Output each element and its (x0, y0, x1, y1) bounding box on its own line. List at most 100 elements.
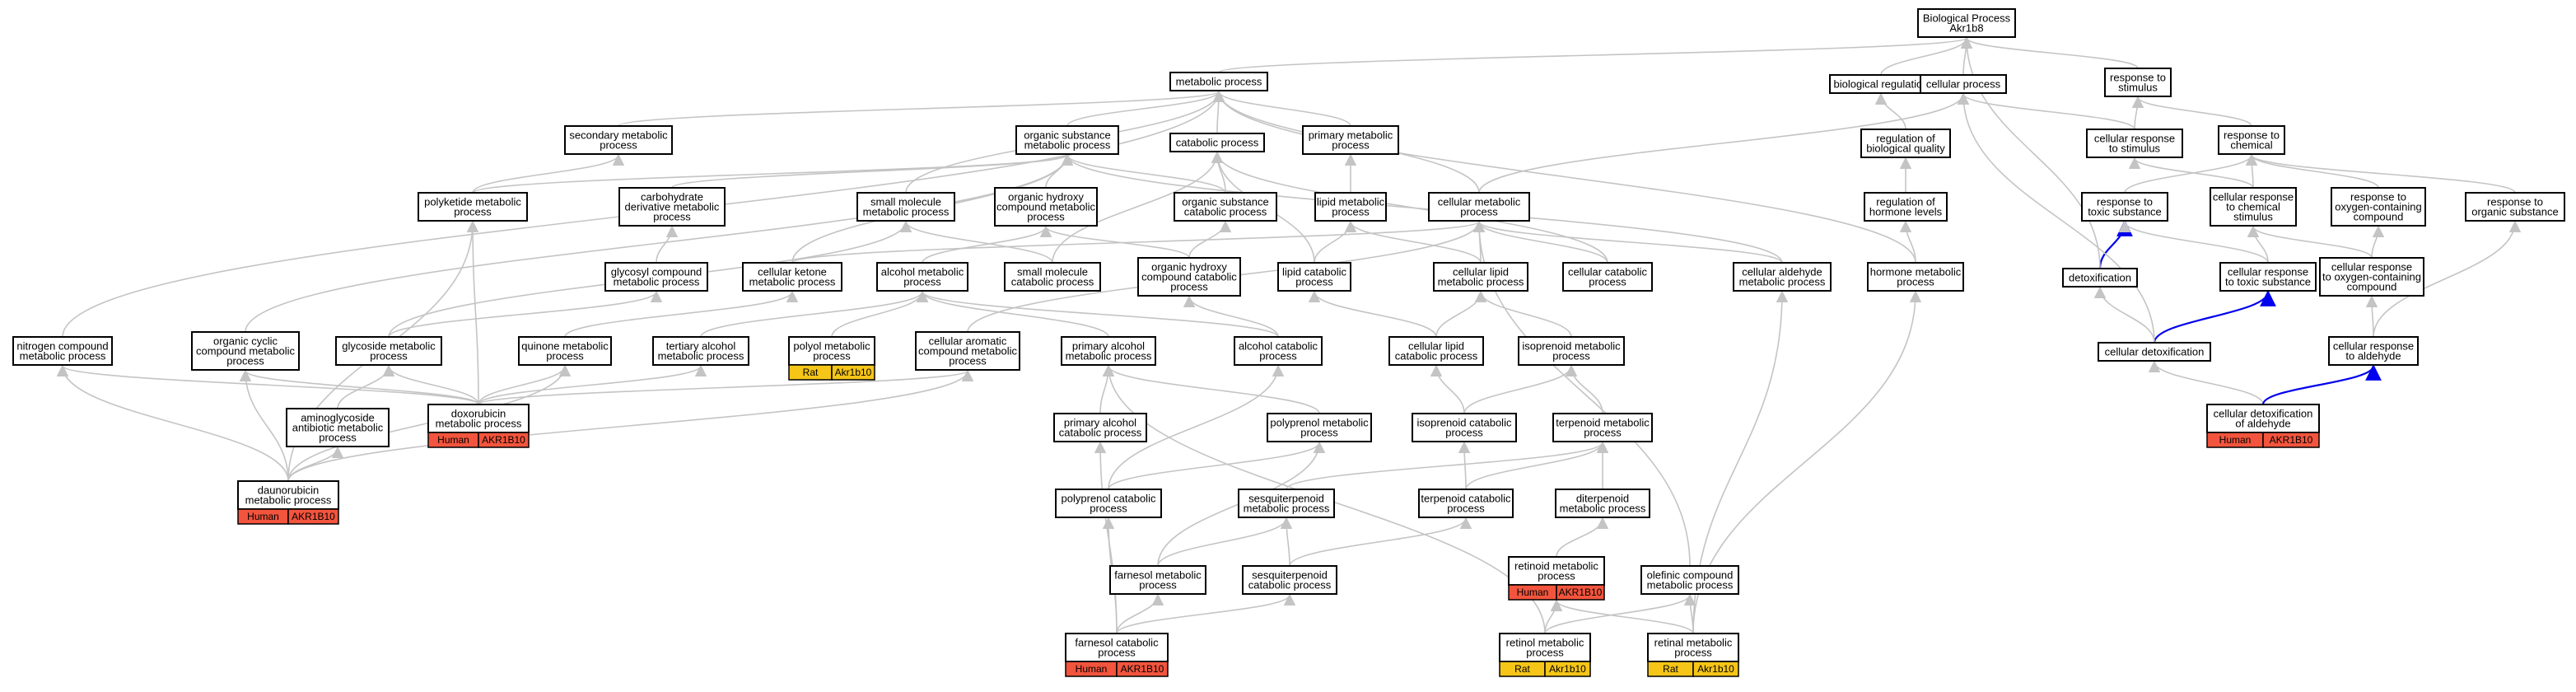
node-box (1920, 74, 2007, 94)
node-label-line: metabolic process (245, 494, 332, 507)
node-box (1867, 262, 1964, 292)
node-label-line: response to (2350, 191, 2406, 203)
species-label: Human (1517, 587, 1549, 598)
node-box (876, 262, 968, 292)
node-label-line: process (1674, 647, 1712, 659)
node-box (1433, 262, 1528, 292)
node-label-line: stimulus (2233, 211, 2273, 223)
node-box (2319, 257, 2424, 297)
node-box (1508, 556, 1605, 586)
node-label-line: regulation of (1876, 196, 1935, 208)
go-term-node-bioreg[interactable]: biological regulation (1829, 74, 1933, 94)
go-term-node-metabolic[interactable]: metabolic process (1169, 72, 1268, 91)
node-box (1555, 489, 1650, 518)
node-label-line: metabolic process (1647, 579, 1734, 591)
node-box (1055, 489, 1162, 518)
edge-cellresptox-to-resptox (2118, 220, 2269, 264)
edge-retinoid-to-diterp (1556, 517, 1609, 558)
node-label-line: cellular detoxification (2214, 408, 2313, 420)
go-term-node-celldetox[interactable]: cellular detoxification (2098, 342, 2211, 362)
node-label-line: process (1090, 503, 1127, 515)
go-term-node-cellproc[interactable]: cellular process (1920, 74, 2007, 94)
node-box (2086, 129, 2183, 158)
node-label-line: antibiotic metabolic (292, 422, 384, 434)
node-label-line: process (1259, 350, 1297, 362)
node-label-line: polyol metabolic (793, 340, 870, 353)
node-box (618, 187, 726, 227)
node-box (2062, 268, 2138, 288)
node-label-line: process (319, 432, 357, 444)
edge-isoprenoid-to-celllipid (1474, 290, 1572, 338)
node-box (1174, 192, 1277, 222)
node-label-line: Akr1b8 (1949, 22, 1983, 35)
node-label-line: detoxification (2069, 272, 2131, 284)
go-term-node-catab[interactable]: catabolic process (1169, 133, 1265, 152)
go-term-node-detox[interactable]: detoxification (2062, 268, 2138, 288)
